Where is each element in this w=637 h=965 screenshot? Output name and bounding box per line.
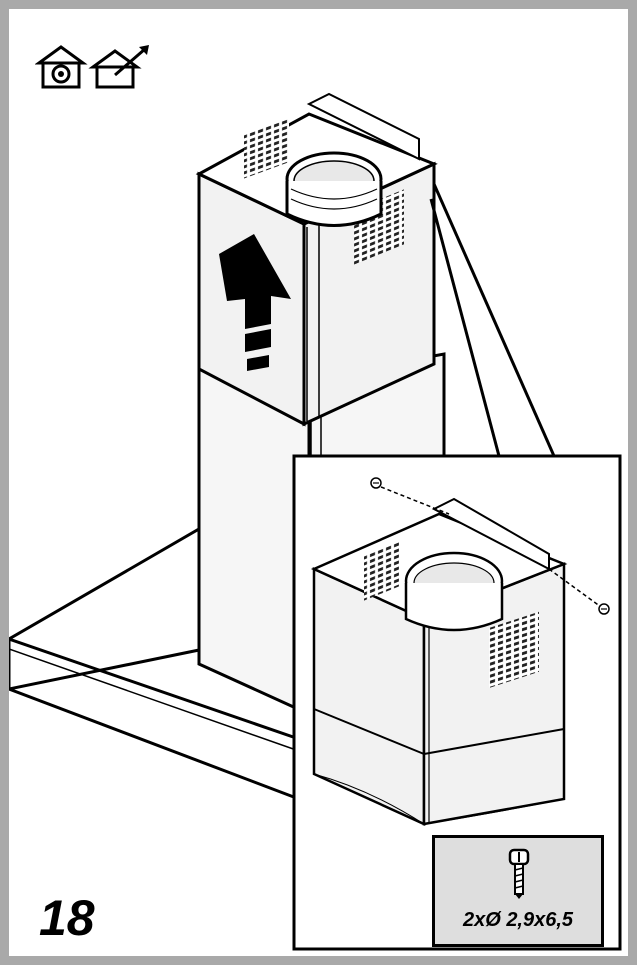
screw-icon [370, 477, 382, 489]
screw-icon [508, 848, 530, 899]
hardware-spec-label: 2xØ 2,9x6,5 [462, 909, 574, 931]
callout-lines [429, 183, 556, 457]
extraction-house-icon [88, 45, 149, 89]
step-number: 18 [39, 890, 95, 946]
hardware-spec-box: 2xØ 2,9x6,5 [432, 835, 604, 947]
mode-icons [35, 45, 149, 89]
up-arrow-icon [219, 234, 291, 371]
recirculation-house-icon [35, 45, 88, 89]
screw-icon [598, 603, 610, 615]
assembly-illustration [9, 92, 622, 951]
